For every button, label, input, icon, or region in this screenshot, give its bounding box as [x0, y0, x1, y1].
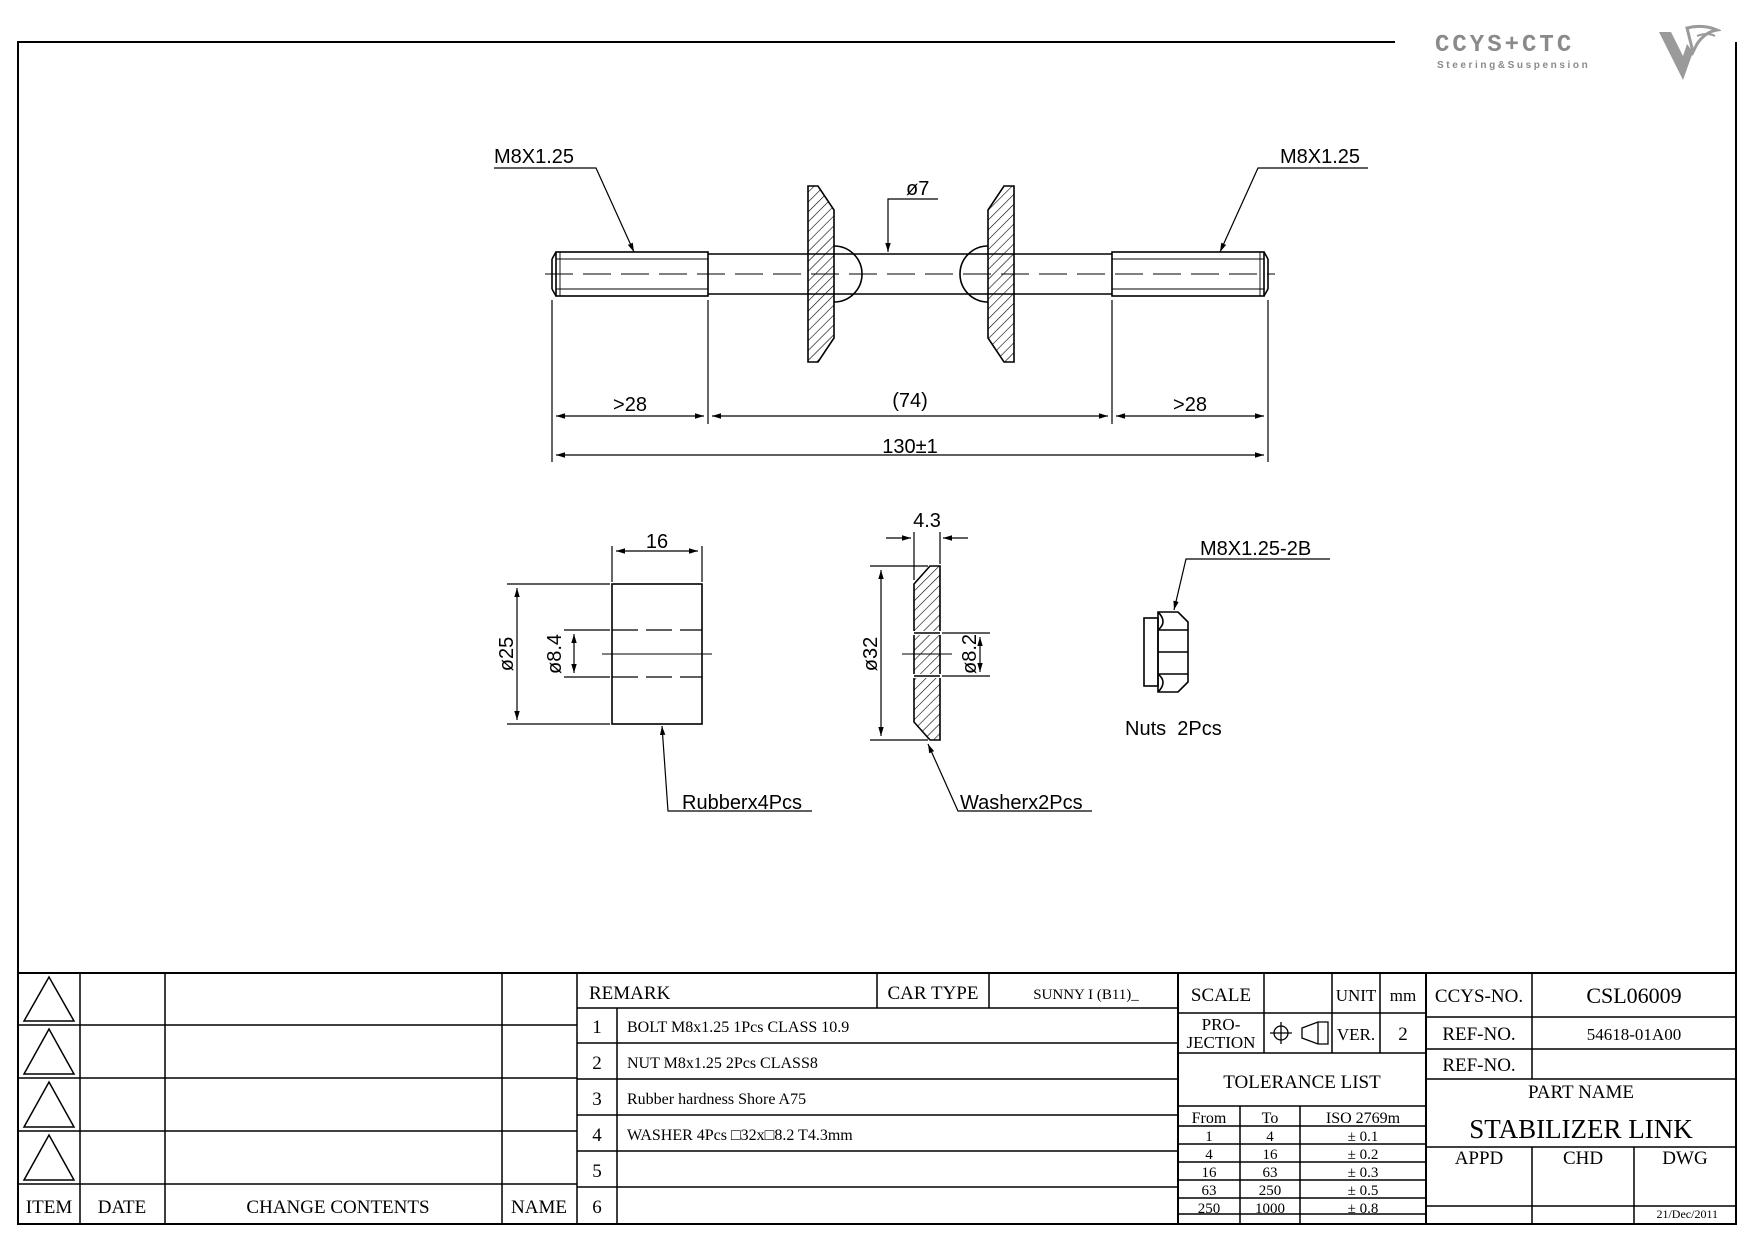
tolerance-header-from: From [1192, 1110, 1227, 1127]
washer-dimensions [870, 532, 1092, 812]
revision-triangle [22, 975, 76, 1022]
car-type-value: SUNNY I (B11)_ [1033, 987, 1139, 1003]
ref-number-label: REF-NO. [1442, 1055, 1515, 1076]
part-name-label: PART NAME [1528, 1082, 1634, 1103]
bolt-thread-right-label: M8X1.25 [1280, 146, 1360, 168]
bolt-dimensions [494, 167, 1368, 462]
tolerance-cell: 63 [1263, 1165, 1278, 1181]
dim-left-thread: >28 [613, 394, 647, 416]
rubber-inner-dia-label: ø8.4 [544, 634, 566, 674]
revision-header-item: ITEM [26, 1197, 73, 1218]
rubber-outer-dia-label: ø25 [496, 637, 518, 671]
washer-quantity-label: Washerx2Pcs [960, 792, 1083, 814]
tolerance-cell: 16 [1263, 1147, 1279, 1163]
drawn-label: DWG [1662, 1148, 1708, 1169]
tolerance-cell: ± 0.1 [1348, 1129, 1379, 1145]
revision-triangles [22, 975, 76, 1181]
projection-symbol-icon [1270, 1021, 1329, 1045]
bolt-thread-left-label: M8X1.25 [494, 146, 574, 168]
projection-label: PRO- [1202, 1015, 1241, 1034]
remark-item-number: 1 [592, 1017, 602, 1038]
bolt-drawing [545, 185, 1275, 363]
remark-title: REMARK [589, 983, 671, 1004]
tolerance-cell: 4 [1266, 1129, 1274, 1145]
dim-middle: (74) [892, 390, 928, 412]
projection-label: JECTION [1187, 1033, 1256, 1052]
unit-value: mm [1390, 986, 1416, 1005]
ccys-number-label: CCYS-NO. [1435, 986, 1523, 1007]
washer-inner-dia-label: ø8.2 [959, 634, 981, 674]
tolerance-cell: 4 [1205, 1147, 1213, 1163]
title-block-grid [18, 972, 1736, 1224]
nut-leader [1173, 558, 1330, 611]
remark-item-number: 3 [592, 1089, 602, 1110]
tolerance-header-iso: ISO 2769m [1326, 1110, 1401, 1127]
logo-tagline: Steering&Suspension [1437, 60, 1591, 71]
nut-quantity-label: Nuts 2Pcs [1125, 718, 1222, 740]
revision-header-date: DATE [98, 1197, 147, 1218]
ccys-number-value: CSL06009 [1586, 983, 1681, 1008]
rubber-width-label: 16 [646, 531, 668, 553]
tolerance-cell: ± 0.5 [1348, 1183, 1379, 1199]
revision-header-change-contents: CHANGE CONTENTS [246, 1197, 429, 1218]
tolerance-list-title: TOLERANCE LIST [1223, 1072, 1381, 1093]
ref-number-label: REF-NO. [1442, 1024, 1515, 1045]
version-value: 2 [1398, 1024, 1408, 1045]
tolerance-cell: 16 [1202, 1165, 1218, 1181]
tolerance-cell: ± 0.2 [1348, 1147, 1379, 1163]
drawing-date: 21/Dec/2011 [1656, 1207, 1718, 1221]
remark-item-number: 2 [592, 1053, 602, 1074]
car-type-label: CAR TYPE [888, 983, 979, 1004]
tolerance-cell: 250 [1198, 1201, 1221, 1217]
unit-label: UNIT [1336, 986, 1377, 1005]
checked-label: CHD [1563, 1148, 1603, 1169]
sheet-frame [17, 41, 1737, 1225]
company-logo: CCYS+CTC Steering&Suspension [1435, 22, 1735, 82]
remark-item-text: Rubber hardness Shore A75 [627, 1091, 806, 1108]
tolerance-cell: 1 [1205, 1129, 1213, 1145]
remark-item-text: BOLT M8x1.25 1Pcs CLASS 10.9 [627, 1019, 849, 1036]
nut-thread-label: M8X1.25-2B [1200, 538, 1311, 560]
remark-item-number: 4 [592, 1125, 602, 1146]
rubber-quantity-label: Rubberx4Pcs [682, 792, 802, 814]
washer-outer-dia-label: ø32 [860, 637, 882, 671]
revision-header-name: NAME [511, 1197, 567, 1218]
scale-label: SCALE [1191, 985, 1251, 1006]
version-label: VER. [1337, 1025, 1375, 1044]
dim-total-length: 130±1 [882, 436, 937, 458]
part-name-value: STABILIZER LINK [1469, 1114, 1693, 1144]
logo-brand-text: CCYS+CTC [1435, 32, 1575, 59]
revision-triangle [22, 1027, 76, 1075]
tolerance-cell: ± 0.8 [1348, 1201, 1379, 1217]
remark-item-number: 5 [592, 1161, 602, 1182]
washer-thickness-label: 4.3 [913, 510, 941, 532]
revision-triangle [22, 1133, 76, 1181]
remark-item-text: NUT M8x1.25 2Pcs CLASS8 [627, 1055, 818, 1072]
rubber-dimensions [507, 546, 812, 812]
dim-right-thread: >28 [1173, 394, 1207, 416]
tolerance-cell: 250 [1259, 1183, 1282, 1199]
remark-item-text: WASHER 4Pcs □32x□8.2 T4.3mm [627, 1127, 853, 1144]
tolerance-cell: 1000 [1255, 1201, 1285, 1217]
ref-number-value: 54618-01A00 [1587, 1025, 1681, 1044]
washer-drawing [902, 565, 952, 741]
shaft-diameter-label: ø7 [906, 178, 929, 200]
remark-item-number: 6 [592, 1197, 602, 1218]
tolerance-cell: 63 [1202, 1183, 1217, 1199]
logo-wing-icon [1659, 24, 1721, 80]
tolerance-header-to: To [1262, 1110, 1279, 1127]
rubber-drawing [602, 583, 712, 725]
tolerance-cell: ± 0.3 [1348, 1165, 1379, 1181]
nut-drawing [1143, 611, 1189, 693]
approved-label: APPD [1455, 1148, 1504, 1169]
revision-triangle [22, 1080, 76, 1128]
